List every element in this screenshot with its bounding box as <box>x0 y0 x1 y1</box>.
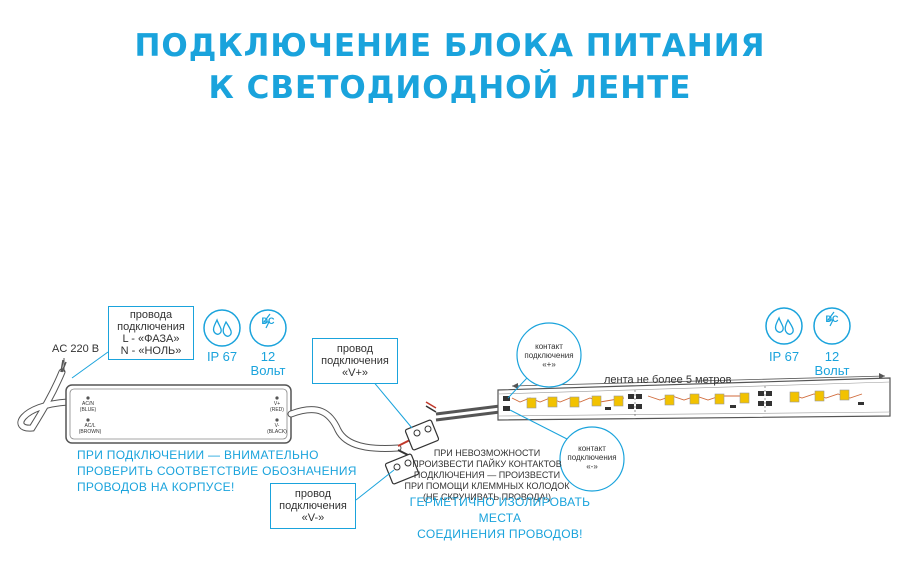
wires-box-line-2: подключения <box>117 321 185 333</box>
vplus-line-1: провод <box>336 343 374 355</box>
warning-check-line-1: ПРИ ПОДКЛЮЧЕНИИ — ВНИМАТЕЛЬНО <box>77 448 319 462</box>
contact-plus-line-2: подключения <box>524 351 574 360</box>
vminus-line-3: «V-» <box>301 512 325 524</box>
solder-line-5: (НЕ СКРУЧИВАТЬ ПРОВОДА!) <box>422 492 552 502</box>
wires-box-line-4: N - «НОЛЬ» <box>120 345 182 357</box>
terminal-ac-n-color: (BLUE) <box>79 407 97 413</box>
contact-minus-line-1: контакт <box>578 444 606 453</box>
solder-line-2: ПРОИЗВЕСТИ ПАЙКУ КОНТАКТОВ <box>412 459 562 469</box>
terminal-v-minus: V- (BLACK) <box>263 423 291 435</box>
strip-ip-rating: IP 67 <box>768 349 800 364</box>
terminal-v-minus-name: V- <box>274 423 280 429</box>
terminal-ac-l: AC/L (BROWN) <box>76 423 104 435</box>
isolate-line-1: ГЕРМЕТИЧНО ИЗОЛИРОВАТЬ МЕСТА <box>409 495 591 525</box>
strip-dc-label: DC <box>825 314 839 324</box>
contact-plus-line-1: контакт <box>535 342 563 351</box>
contact-plus-callout <box>507 322 582 399</box>
vplus-line-3: «V+» <box>342 367 368 379</box>
psu-voltage-unit: Вольт <box>250 363 286 378</box>
water-drop-icon-strip <box>765 307 803 345</box>
vplus-line-2: подключения <box>321 355 389 367</box>
warning-check-line-2: ПРОВЕРИТЬ СООТВЕТСТВИЕ ОБОЗНАЧЕНИЯ <box>77 464 357 478</box>
solder-line-3: ПОДКЛЮЧЕНИЯ — ПРОИЗВЕСТИ <box>413 470 561 480</box>
vminus-line-1: провод <box>294 488 332 500</box>
strip-length-label: лента не более 5 метров <box>604 374 732 386</box>
solder-note: ПРИ НЕВОЗМОЖНОСТИ ПРОИЗВЕСТИ ПАЙКУ КОНТА… <box>402 448 572 503</box>
length-arrow <box>511 375 886 387</box>
terminal-ac-l-name: AC/L <box>84 423 96 429</box>
contact-minus-line-2: подключения <box>567 453 617 462</box>
contact-plus-line-3: «+» <box>542 360 556 369</box>
contact-plus-label: контакт подключения «+» <box>517 342 581 369</box>
led-strip <box>497 377 891 421</box>
terminal-v-minus-color: (BLACK) <box>267 429 287 435</box>
warning-check-line-3: ПРОВОДОВ НА КОРПУСЕ! <box>77 480 235 494</box>
psu-voltage: 12 Вольт <box>246 350 290 378</box>
title-line-1: ПОДКЛЮЧЕНИЕ БЛОКА ПИТАНИЯ <box>134 28 766 64</box>
wires-box-line-3: L - «ФАЗА» <box>122 333 180 345</box>
title-line-2: К СВЕТОДИОДНОЙ ЛЕНТЕ <box>208 70 692 106</box>
strip-voltage-unit: Вольт <box>814 363 850 378</box>
isolate-note: ГЕРМЕТИЧНО ИЗОЛИРОВАТЬ МЕСТА СОЕДИНЕНИЯ … <box>390 494 610 542</box>
terminal-ac-l-color: (BROWN) <box>78 429 102 435</box>
isolate-line-2: СОЕДИНЕНИЯ ПРОВОДОВ! <box>417 527 583 541</box>
solder-line-4: ПРИ ПОМОЩИ КЛЕММНЫХ КОЛОДОК <box>404 481 570 491</box>
vminus-box: провод подключения «V-» <box>270 483 356 529</box>
water-drop-icon <box>203 309 241 347</box>
wires-box-line-1: провода <box>129 309 173 321</box>
terminal-ac-n-name: AC/N <box>82 401 94 407</box>
vminus-line-2: подключения <box>279 500 347 512</box>
contact-minus-callout <box>509 409 625 492</box>
contact-minus-line-3: «-» <box>586 462 598 471</box>
terminal-block-top <box>404 419 440 451</box>
ac-input-label: AC 220 B <box>52 343 100 355</box>
strip-voltage-number: 12 <box>824 349 840 364</box>
contact-minus-label: контакт подключения «-» <box>560 444 624 471</box>
terminal-v-plus-name: V+ <box>273 401 281 407</box>
psu-dc-label: DC <box>261 316 275 326</box>
solder-line-1: ПРИ НЕВОЗМОЖНОСТИ <box>433 448 541 458</box>
terminal-v-plus: V+ (RED) <box>265 401 289 413</box>
dc-output-cable <box>287 406 402 452</box>
terminal-v-plus-color: (RED) <box>270 407 284 413</box>
strip-voltage: 12 Вольт <box>810 350 854 378</box>
power-supply-unit <box>65 384 292 444</box>
dc-icon-strip <box>813 307 851 345</box>
psu-voltage-number: 12 <box>260 349 276 364</box>
warning-check-note: ПРИ ПОДКЛЮЧЕНИИ — ВНИМАТЕЛЬНО ПРОВЕРИТЬ … <box>77 447 357 495</box>
dc-icon <box>249 309 287 347</box>
terminal-ac-n: AC/N (BLUE) <box>76 401 100 413</box>
psu-ip-rating: IP 67 <box>206 349 238 364</box>
wires-box: провода подключения L - «ФАЗА» N - «НОЛЬ… <box>108 306 194 360</box>
vplus-box: провод подключения «V+» <box>312 338 398 384</box>
